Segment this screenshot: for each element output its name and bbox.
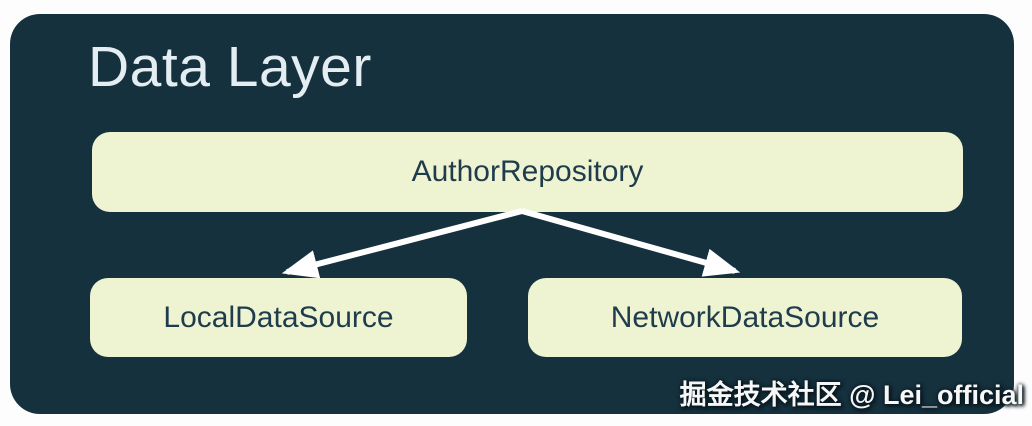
node-author-repository: AuthorRepository [92,132,963,212]
node-local-data-source: LocalDataSource [90,278,467,357]
node-network-data-source: NetworkDataSource [528,278,962,357]
data-layer-title: Data Layer [88,35,372,99]
node-network-data-source-label: NetworkDataSource [610,300,880,334]
watermark-text: 掘金技术社区 @ Lei_official [679,380,1024,410]
node-author-repository-label: AuthorRepository [411,155,644,188]
node-local-data-source-label: LocalDataSource [163,300,394,334]
